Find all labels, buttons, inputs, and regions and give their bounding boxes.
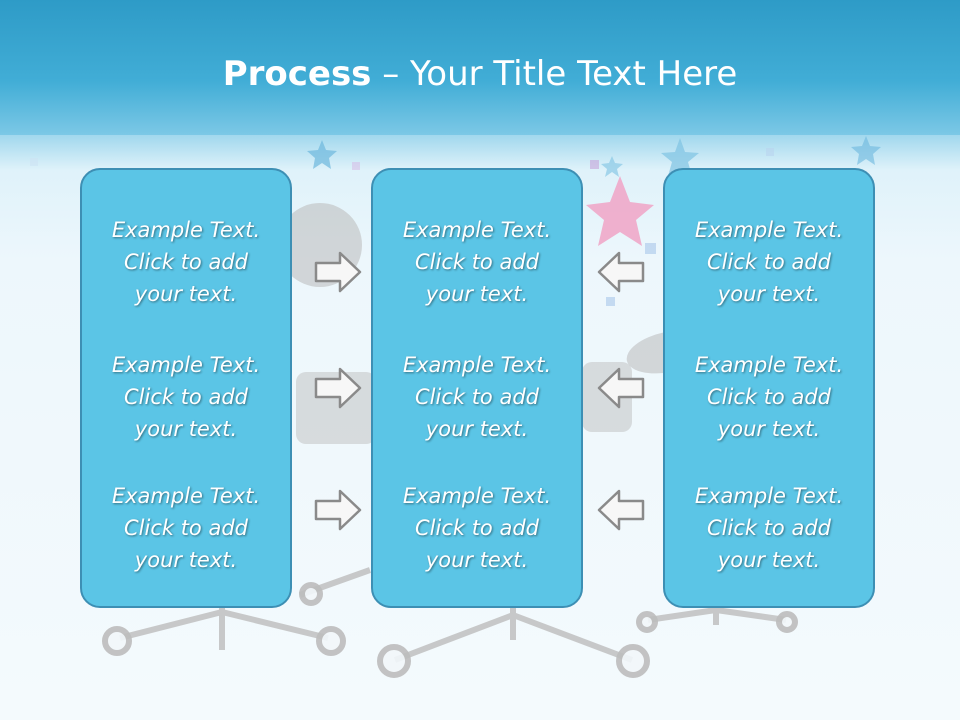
text-placeholder[interactable]: Example Text. Click to add your text.	[665, 349, 873, 445]
left-arrow-icon[interactable]	[596, 250, 646, 294]
left-arrow-icon[interactable]	[596, 366, 646, 410]
drum-stand	[119, 567, 787, 663]
text-line: Click to add	[706, 385, 831, 409]
confetti	[645, 243, 656, 254]
text-line: Example Text.	[694, 353, 844, 377]
title-rest: – Your Title Text Here	[371, 54, 738, 94]
text-placeholder[interactable]: Example Text. Click to add your text.	[82, 349, 290, 445]
star-decoration	[851, 136, 881, 165]
text-line: your text.	[717, 282, 821, 306]
text-line: your text.	[134, 282, 238, 306]
confetti	[30, 158, 38, 166]
process-column-right[interactable]: Example Text. Click to add your text. Ex…	[663, 168, 875, 608]
text-line: Example Text.	[111, 353, 261, 377]
title-bold: Process	[222, 54, 372, 94]
text-line: your text.	[717, 417, 821, 441]
text-line: your text.	[425, 417, 529, 441]
text-line: Example Text.	[694, 218, 844, 242]
confetti	[606, 297, 615, 306]
star-decoration	[307, 140, 337, 169]
text-placeholder[interactable]: Example Text. Click to add your text.	[82, 480, 290, 576]
text-line: Example Text.	[402, 218, 552, 242]
confetti	[590, 160, 599, 169]
left-arrow-icon[interactable]	[596, 488, 646, 532]
text-line: Click to add	[123, 385, 248, 409]
text-line: your text.	[134, 417, 238, 441]
text-line: Example Text.	[402, 353, 552, 377]
text-placeholder[interactable]: Example Text. Click to add your text.	[665, 480, 873, 576]
text-line: Click to add	[706, 516, 831, 540]
slide-title[interactable]: Process – Your Title Text Here	[0, 52, 960, 96]
text-line: Click to add	[123, 516, 248, 540]
text-line: Click to add	[123, 250, 248, 274]
text-placeholder[interactable]: Example Text. Click to add your text.	[373, 214, 581, 310]
drum-stand-feet	[102, 582, 798, 678]
confetti	[766, 148, 774, 156]
text-line: Example Text.	[694, 484, 844, 508]
text-placeholder[interactable]: Example Text. Click to add your text.	[373, 480, 581, 576]
right-arrow-icon[interactable]	[313, 250, 363, 294]
text-line: Click to add	[414, 385, 539, 409]
text-line: your text.	[425, 548, 529, 572]
text-line: Example Text.	[111, 484, 261, 508]
text-placeholder[interactable]: Example Text. Click to add your text.	[665, 214, 873, 310]
text-line: Click to add	[414, 250, 539, 274]
text-line: your text.	[425, 282, 529, 306]
right-arrow-icon[interactable]	[313, 488, 363, 532]
header-band	[0, 0, 960, 135]
text-line: your text.	[717, 548, 821, 572]
text-placeholder[interactable]: Example Text. Click to add your text.	[373, 349, 581, 445]
text-line: Click to add	[414, 516, 539, 540]
text-line: Example Text.	[111, 218, 261, 242]
confetti	[352, 162, 360, 170]
text-line: your text.	[134, 548, 238, 572]
process-column-middle[interactable]: Example Text. Click to add your text. Ex…	[371, 168, 583, 608]
text-line: Example Text.	[402, 484, 552, 508]
star-decoration	[601, 156, 623, 177]
text-line: Click to add	[706, 250, 831, 274]
process-column-left[interactable]: Example Text. Click to add your text. Ex…	[80, 168, 292, 608]
star-decoration	[586, 176, 654, 246]
right-arrow-icon[interactable]	[313, 366, 363, 410]
text-placeholder[interactable]: Example Text. Click to add your text.	[82, 214, 290, 310]
star-decoration	[661, 138, 699, 176]
